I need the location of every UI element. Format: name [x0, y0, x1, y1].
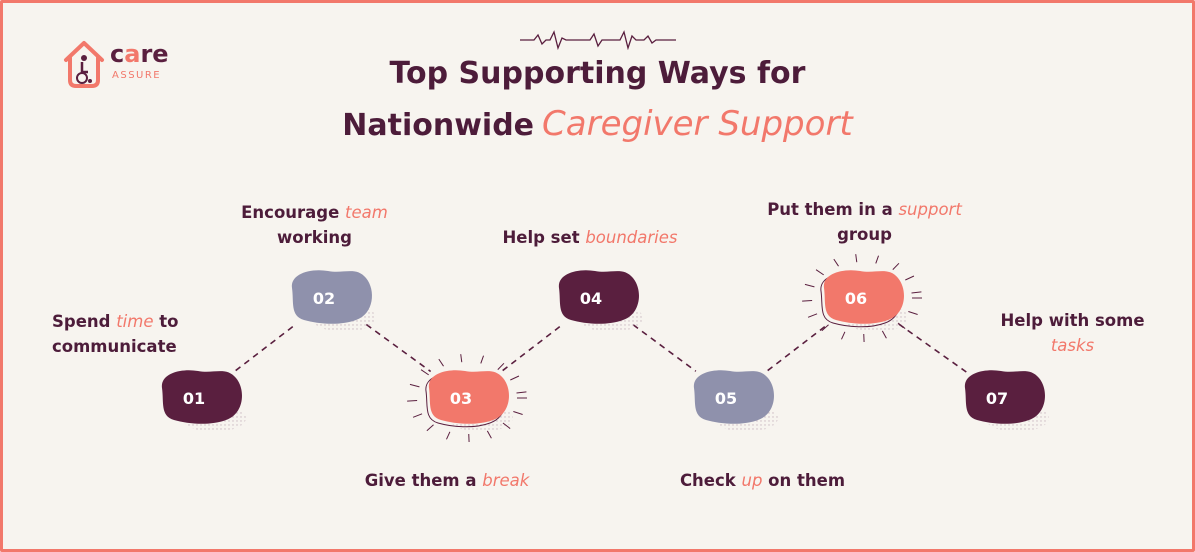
step-number-01: 01	[183, 389, 205, 408]
step-number-03: 03	[450, 389, 472, 408]
node-blob	[291, 270, 372, 324]
step-connectors	[235, 323, 967, 373]
step-label-05: Check up on them	[679, 471, 846, 490]
connector-6-7	[898, 323, 967, 373]
step-label-07: Help with some tasks	[1000, 311, 1145, 355]
burst-ray	[802, 300, 813, 302]
step-label-02: Encourage team working	[241, 203, 388, 247]
burst-ray	[513, 411, 523, 415]
burst-ray	[446, 431, 451, 440]
title-line-1: Top Supporting Ways for	[389, 56, 806, 91]
step-label-03: Give them a break	[364, 471, 530, 490]
step-node-06: 06	[802, 254, 922, 342]
connector-4-5	[632, 324, 697, 372]
step-number-07: 07	[986, 389, 1008, 408]
connector-2-3	[365, 323, 432, 373]
burst-ray	[480, 355, 485, 364]
burst-ray	[407, 400, 418, 402]
burst-ray	[815, 269, 824, 276]
step-label-01: Spend time to communicate	[52, 312, 179, 356]
connector-1-2	[235, 324, 295, 372]
burst-ray	[486, 430, 492, 439]
step-number-05: 05	[715, 389, 737, 408]
step-label-04: Help set boundaries	[502, 228, 678, 247]
step-label-06: Put them in a support group	[767, 200, 962, 244]
step-number-02: 02	[313, 289, 335, 308]
burst-ray	[804, 283, 815, 288]
node-blob	[823, 270, 904, 324]
burst-ray	[510, 375, 520, 381]
burst-ray	[905, 275, 915, 281]
burst-ray	[908, 311, 918, 315]
step-node-02: 02	[291, 270, 376, 332]
node-blob	[558, 270, 639, 324]
care-assure-logo	[64, 41, 104, 88]
logo-tagline: ASSURE	[112, 70, 162, 81]
node-blob	[428, 370, 509, 424]
burst-ray	[516, 391, 527, 394]
burst-ray	[855, 254, 858, 263]
connector-3-4	[502, 324, 562, 372]
burst-ray	[892, 262, 900, 270]
burst-ray	[460, 354, 463, 363]
logo-wordmark: care	[110, 40, 169, 68]
node-blob	[964, 370, 1045, 424]
node-blob	[693, 370, 774, 424]
burst-ray	[897, 322, 906, 329]
burst-ray	[807, 313, 818, 318]
burst-ray	[841, 331, 846, 340]
burst-ray	[833, 258, 839, 267]
node-blob	[161, 370, 242, 424]
burst-ray	[426, 424, 434, 432]
burst-ray	[420, 369, 429, 376]
step-node-07: 07	[964, 370, 1049, 432]
burst-ray	[881, 330, 887, 339]
step-node-04: 04	[558, 270, 643, 332]
step-node-05: 05	[693, 370, 778, 432]
burst-ray	[821, 324, 829, 332]
burst-ray	[409, 383, 420, 388]
step-node-01: 01	[161, 370, 246, 432]
step-number-04: 04	[580, 289, 602, 308]
step-nodes: 01 02 03 04 05 06 07	[161, 254, 1049, 442]
burst-ray	[502, 422, 511, 429]
burst-ray	[438, 358, 444, 367]
heartbeat-icon	[520, 30, 676, 50]
burst-ray	[911, 291, 922, 294]
step-number-06: 06	[845, 289, 867, 308]
burst-ray	[497, 362, 505, 370]
burst-ray	[875, 255, 880, 264]
connector-5-6	[767, 324, 827, 372]
step-node-03: 03	[407, 354, 527, 442]
burst-ray	[412, 413, 423, 418]
